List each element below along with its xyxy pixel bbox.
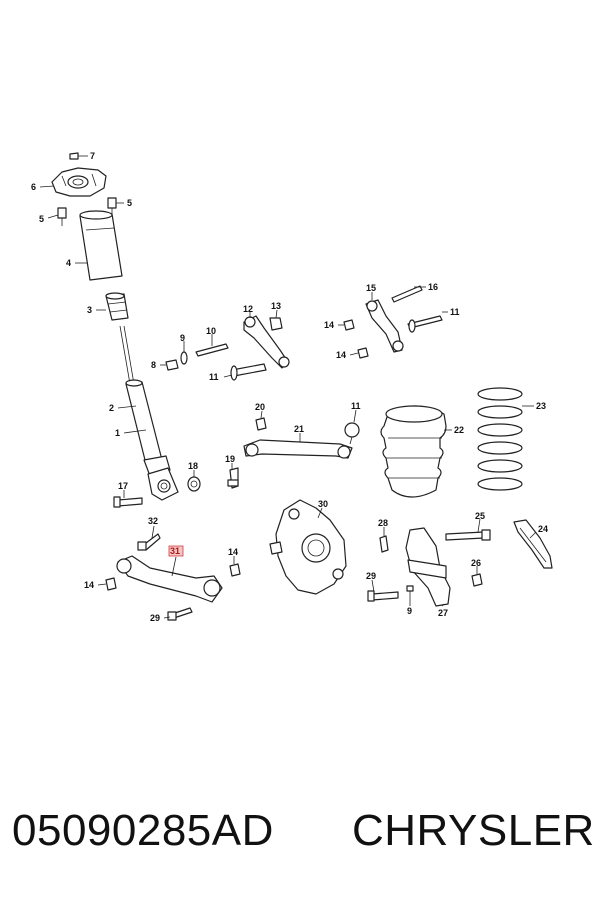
nut-26 bbox=[471, 573, 483, 587]
bolt-11-b bbox=[407, 315, 443, 333]
stud-5-left bbox=[57, 207, 67, 226]
bolt-17 bbox=[113, 496, 143, 508]
stud-5-right bbox=[107, 197, 117, 214]
nut-14-a bbox=[343, 319, 355, 331]
callout-21: 21 bbox=[294, 424, 304, 434]
callout-1: 1 bbox=[115, 428, 120, 438]
bolt-29-b bbox=[367, 590, 399, 602]
callout-8: 8 bbox=[151, 360, 156, 370]
manufacturer-name: CHRYSLER bbox=[352, 806, 595, 855]
toe-link-15 bbox=[365, 299, 404, 353]
callout-26: 26 bbox=[471, 558, 481, 568]
callout-14-arm-left: 14 bbox=[84, 580, 94, 590]
shock-absorber bbox=[119, 325, 179, 501]
bolt-10 bbox=[195, 343, 229, 357]
callout-4: 4 bbox=[66, 258, 71, 268]
nut-14-d bbox=[229, 563, 241, 577]
part-number: 05090285AD bbox=[12, 806, 274, 855]
upper-link-12 bbox=[243, 315, 290, 369]
bolt-19 bbox=[227, 467, 239, 489]
shield-24 bbox=[513, 519, 553, 569]
callout-14-toe-upper: 14 bbox=[324, 320, 334, 330]
callout-15: 15 bbox=[366, 283, 376, 293]
callout-7: 7 bbox=[90, 151, 95, 161]
bolt-9-b bbox=[406, 585, 414, 604]
washer-9 bbox=[180, 351, 188, 365]
callout-9-upper: 9 bbox=[180, 333, 185, 343]
callout-14-toe-lower: 14 bbox=[336, 350, 346, 360]
nut-14-b bbox=[357, 347, 369, 359]
callout-9-bracket: 9 bbox=[407, 606, 412, 616]
air-spring-22 bbox=[380, 405, 447, 498]
footer: 05090285AD CHRYSLER bbox=[0, 800, 600, 870]
callout-30: 30 bbox=[318, 499, 328, 509]
callout-23: 23 bbox=[536, 401, 546, 411]
coil-spring-23 bbox=[477, 387, 523, 491]
callout-3: 3 bbox=[87, 305, 92, 315]
callout-18: 18 bbox=[188, 461, 198, 471]
callout-29-arm: 29 bbox=[150, 613, 160, 623]
callout-31-highlight bbox=[168, 545, 184, 557]
upper-shock-mount bbox=[51, 167, 107, 197]
callout-5-right: 5 bbox=[127, 198, 132, 208]
nut-8 bbox=[165, 359, 179, 371]
callout-14-arm-right: 14 bbox=[228, 547, 238, 557]
control-arm-21 bbox=[243, 439, 353, 459]
callout-24: 24 bbox=[538, 524, 548, 534]
nut-7 bbox=[69, 152, 79, 160]
nut-13 bbox=[269, 317, 283, 331]
callout-27: 27 bbox=[438, 608, 448, 618]
callout-25: 25 bbox=[475, 511, 485, 521]
callouts: 7 6 5 5 4 3 2 1 17 18 19 8 9 10 11 12 13 bbox=[31, 151, 548, 623]
bolt-16 bbox=[391, 285, 423, 303]
clip-28 bbox=[379, 535, 389, 553]
bolt-32 bbox=[137, 533, 161, 551]
callout-16: 16 bbox=[428, 282, 438, 292]
callout-12: 12 bbox=[243, 304, 253, 314]
bolt-25 bbox=[445, 529, 491, 541]
callout-32: 32 bbox=[148, 516, 158, 526]
nut-20 bbox=[255, 417, 267, 431]
callout-5-left: 5 bbox=[39, 214, 44, 224]
callout-6: 6 bbox=[31, 182, 36, 192]
callout-11-upper-link: 11 bbox=[209, 372, 219, 382]
jounce-bumper bbox=[105, 292, 129, 321]
bushing-18 bbox=[187, 476, 201, 492]
bolt-29-a bbox=[167, 607, 193, 621]
callout-13: 13 bbox=[271, 301, 281, 311]
callout-11-toe: 11 bbox=[450, 307, 460, 317]
callout-22: 22 bbox=[454, 425, 464, 435]
callout-11-ball-joint: 11 bbox=[351, 401, 361, 411]
dust-boot bbox=[79, 210, 123, 281]
callout-2: 2 bbox=[109, 403, 114, 413]
callout-31: 31 bbox=[170, 546, 180, 556]
callout-10: 10 bbox=[206, 326, 216, 336]
nut-14-c bbox=[105, 577, 117, 591]
callout-20: 20 bbox=[255, 402, 265, 412]
bracket-27 bbox=[405, 527, 451, 607]
ball-joint-11 bbox=[344, 422, 360, 445]
lower-control-arm-31 bbox=[116, 555, 223, 603]
callout-29-bracket: 29 bbox=[366, 571, 376, 581]
knuckle-30 bbox=[269, 499, 347, 595]
callout-19: 19 bbox=[225, 454, 235, 464]
bolt-11-a bbox=[230, 363, 267, 381]
callout-17: 17 bbox=[118, 481, 128, 491]
callout-28: 28 bbox=[378, 518, 388, 528]
